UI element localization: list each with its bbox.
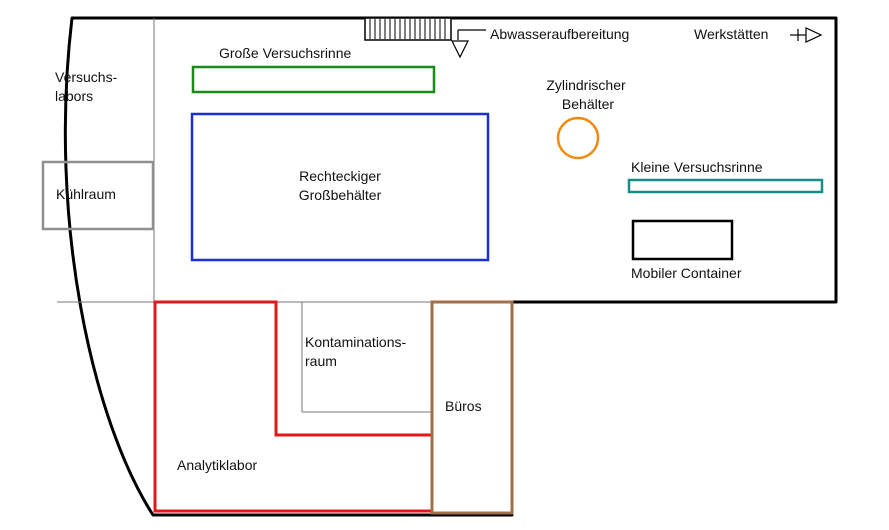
rechteckiger-behaelter-label: Rechteckiger xyxy=(299,168,381,184)
abwasser-hatch xyxy=(364,17,452,41)
abwasser-label: Abwasseraufbereitung xyxy=(490,26,629,42)
kuehlraum-room xyxy=(41,160,155,231)
grosse-rinne xyxy=(191,65,436,94)
zylindrischer-behaelter-label: Behälter xyxy=(562,96,614,112)
zylindrischer-behaelter xyxy=(556,116,600,160)
rechteckiger-behaelter-label: Großbehälter xyxy=(299,187,382,203)
building-outline xyxy=(63,16,838,517)
werkstaetten-arrow-icon xyxy=(805,27,823,43)
mobiler-container xyxy=(631,219,734,261)
bueros-room xyxy=(430,300,514,515)
hatch-lines xyxy=(369,19,446,39)
kontamination-label: raum xyxy=(305,353,337,369)
zylindrischer-behaelter-label: Zylindrischer xyxy=(546,77,626,93)
bueros-label: Büros xyxy=(445,398,482,414)
kleine-rinne-label: Kleine Versuchsrinne xyxy=(631,159,763,175)
werkstaetten-label: Werkstätten xyxy=(694,26,768,42)
kleine-rinne xyxy=(627,178,824,194)
mobiler-container-label: Mobiler Container xyxy=(631,265,742,281)
abwasser-arrow-icon xyxy=(451,40,469,59)
grosse-rinne-label: Große Versuchsrinne xyxy=(219,45,351,61)
kuehlraum-label: Kühlraum xyxy=(56,186,116,202)
versuchslabors-label: Versuchs- xyxy=(55,69,118,85)
kontamination-label: Kontaminations- xyxy=(305,334,407,350)
versuchslabors-label: labors xyxy=(55,88,93,104)
rechteckiger-behaelter xyxy=(190,112,490,262)
analytiklabor-label: Analytiklabor xyxy=(177,457,257,473)
